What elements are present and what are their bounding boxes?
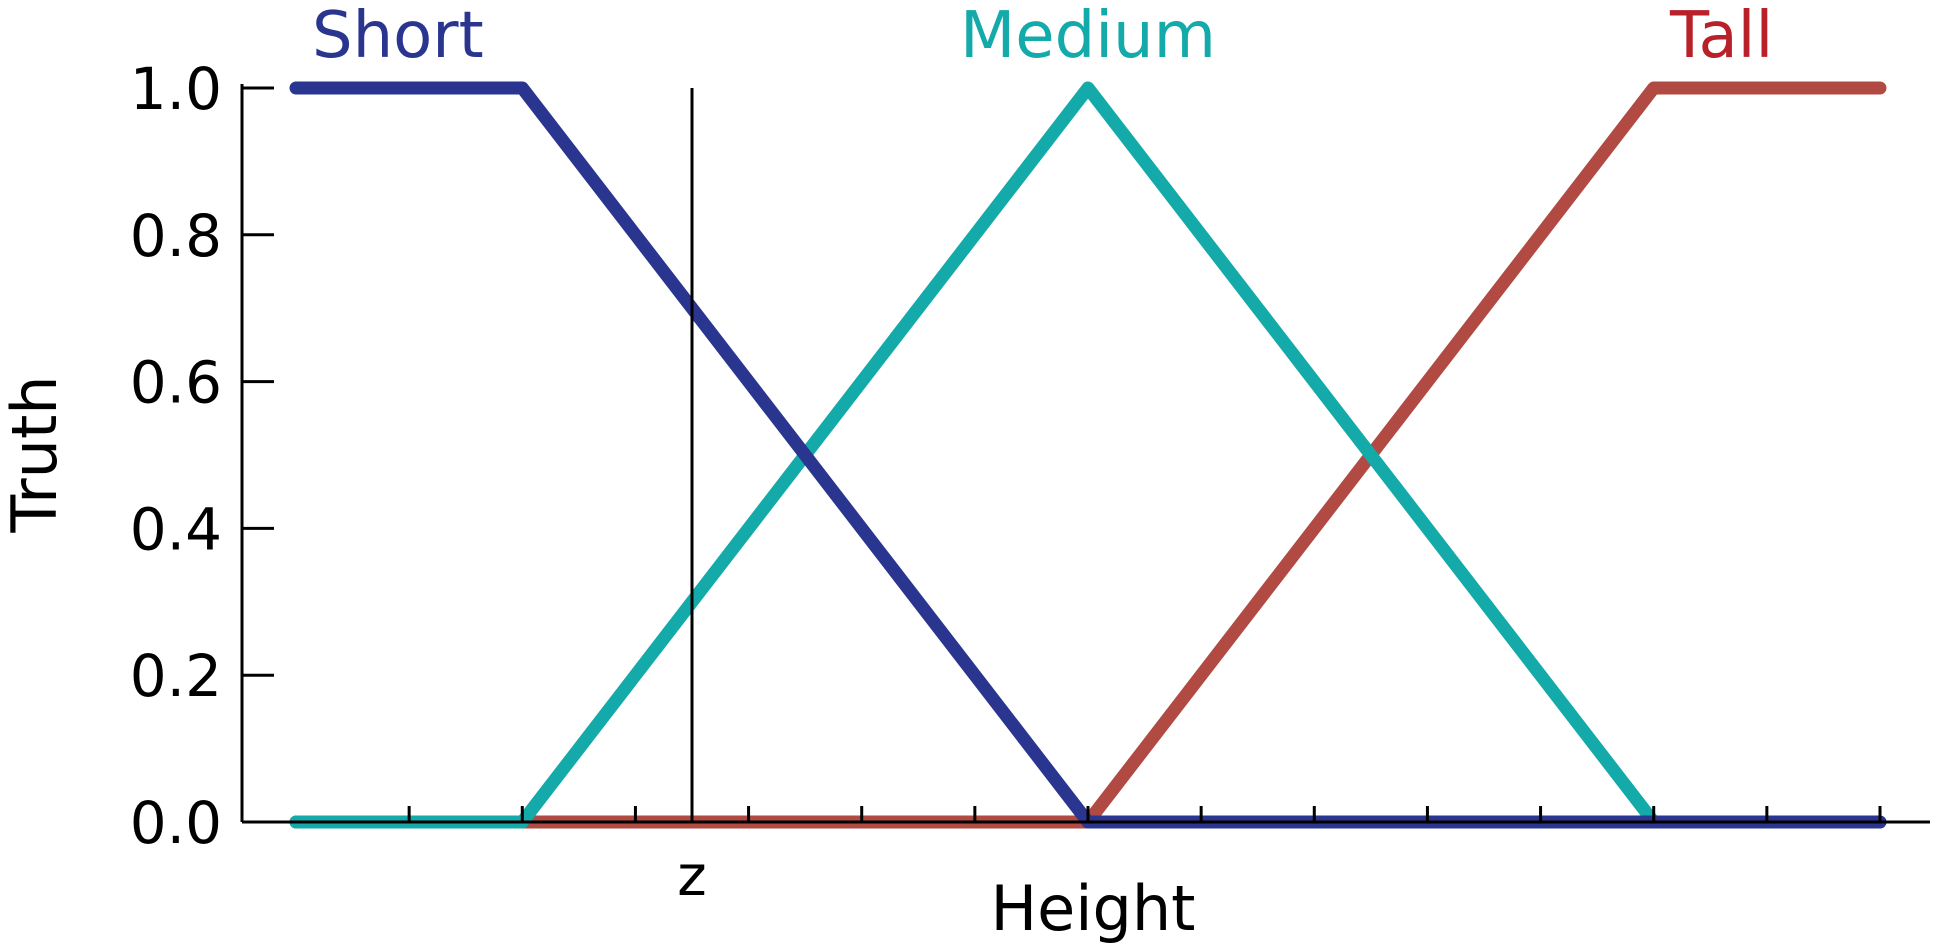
series-line-short <box>289 81 1887 829</box>
y-tick-label: 0.2 <box>130 642 222 710</box>
series-label-medium: Medium <box>960 0 1216 73</box>
y-tick-label: 0.4 <box>130 495 222 563</box>
y-tick-label: 0.8 <box>130 202 222 270</box>
labels-layer: Truth Height z Short Medium Tall <box>0 0 1773 945</box>
series-label-short: Short <box>312 0 484 73</box>
y-axis-title: Truth <box>0 375 71 533</box>
series-layer <box>289 81 1887 829</box>
x-axis-title: Height <box>991 872 1196 945</box>
y-tick-label: 0.0 <box>130 789 222 857</box>
y-tick-label: 1.0 <box>130 55 222 123</box>
series-line-tall <box>289 81 1887 829</box>
y-tick-label: 0.6 <box>130 349 222 417</box>
series-label-tall: Tall <box>1669 0 1773 73</box>
series-line-medium <box>289 81 1887 829</box>
marker-z-label: z <box>677 844 706 909</box>
axes-layer: 0.0 0.2 0.4 0.6 0.8 1.0 <box>130 55 1930 857</box>
